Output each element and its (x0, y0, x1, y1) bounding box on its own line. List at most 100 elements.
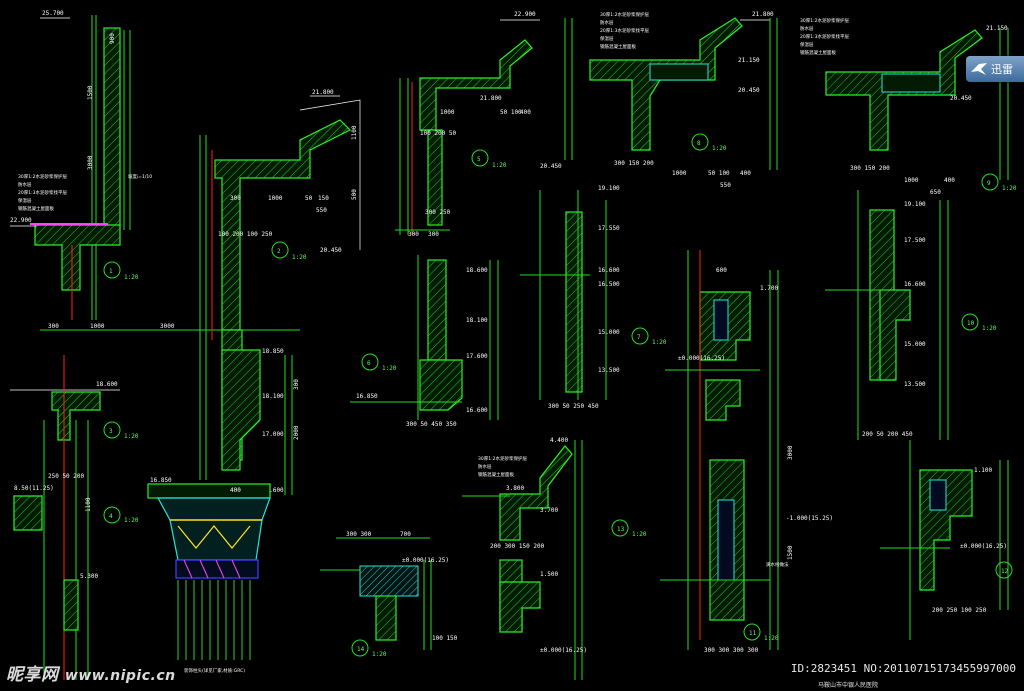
svg-text:20.450: 20.450 (738, 87, 760, 94)
svg-text:400: 400 (944, 177, 955, 184)
svg-text:22.900: 22.900 (514, 11, 536, 18)
detail-12-sill: 1.100 ±0.000(16.25) 200 250 100 250 12 (880, 440, 1013, 640)
svg-text:钢筋混凝土屋面板: 钢筋混凝土屋面板 (18, 205, 54, 212)
svg-text:1.500: 1.500 (540, 571, 558, 578)
svg-text:±0.000(16.25): ±0.000(16.25) (402, 557, 449, 564)
detail-2-cornice: 21.800 1100 500 1000 50 150 550 300 100 … (199, 89, 361, 495)
cornice-section (214, 119, 352, 331)
svg-text:1:20: 1:20 (492, 162, 507, 169)
svg-text:±0.000(16.25): ±0.000(16.25) (540, 647, 587, 654)
svg-text:1000: 1000 (672, 170, 687, 177)
svg-text:18.600: 18.600 (466, 267, 488, 274)
svg-text:1100: 1100 (85, 497, 92, 512)
svg-text:100 150: 100 150 (432, 635, 458, 642)
svg-text:16.600: 16.600 (262, 487, 284, 494)
svg-text:30厚1:2水泥砂浆保护层: 30厚1:2水泥砂浆保护层 (600, 11, 649, 18)
svg-text:13.500: 13.500 (904, 381, 926, 388)
section-marker (271, 241, 289, 259)
detail-11-elevation: 1.700 600 ±0.000(16.25) -1.000(15.25) 30… (660, 250, 833, 654)
svg-text:7: 7 (637, 334, 641, 341)
svg-text:100 200 50: 100 200 50 (420, 130, 457, 137)
svg-text:600: 600 (716, 267, 727, 274)
watermark-url: www.nipic.cn (64, 668, 176, 684)
svg-text:1:20: 1:20 (982, 325, 997, 332)
svg-text:10: 10 (967, 320, 975, 327)
svg-text:900: 900 (109, 33, 116, 44)
svg-text:300: 300 (48, 323, 59, 330)
svg-text:17.500: 17.500 (904, 237, 926, 244)
svg-text:16.600: 16.600 (466, 407, 488, 414)
svg-text:200 50 200 450: 200 50 200 450 (862, 431, 913, 438)
svg-text:13: 13 (617, 526, 625, 533)
bird-icon (971, 63, 987, 75)
svg-text:1000: 1000 (268, 195, 283, 202)
svg-text:防水层: 防水层 (18, 181, 32, 188)
svg-text:1500: 1500 (87, 85, 94, 100)
svg-text:300: 300 (293, 379, 300, 390)
svg-text:3000: 3000 (87, 155, 94, 170)
svg-text:15.000: 15.000 (598, 329, 620, 336)
svg-text:18.100: 18.100 (466, 317, 488, 324)
svg-text:16.600: 16.600 (904, 281, 926, 288)
svg-text:300 300 300 300: 300 300 300 300 (704, 647, 759, 654)
svg-text:300 50 450 350: 300 50 450 350 (406, 421, 457, 428)
svg-text:防水层: 防水层 (600, 19, 614, 26)
svg-text:200 300 150 200: 200 300 150 200 (490, 543, 545, 550)
svg-text:300 250: 300 250 (425, 209, 451, 216)
svg-text:1000: 1000 (440, 109, 455, 116)
svg-text:30厚1:2水泥砂浆保护层: 30厚1:2水泥砂浆保护层 (800, 17, 849, 24)
svg-text:钢筋混凝土屋面板: 钢筋混凝土屋面板 (800, 49, 836, 56)
detail-1-parapet: 25.700 900 1500 3000 30厚1:2水泥砂浆保护层 防水层 2… (10, 10, 300, 331)
svg-text:20厚1:3水泥砂浆找平层: 20厚1:3水泥砂浆找平层 (18, 189, 67, 196)
svg-text:保温层: 保温层 (800, 41, 814, 48)
svg-text:21.150: 21.150 (738, 57, 760, 64)
svg-text:500: 500 (351, 189, 358, 200)
svg-text:防水层: 防水层 (478, 463, 492, 470)
svg-text:300: 300 (428, 231, 439, 238)
svg-text:20.450: 20.450 (540, 163, 562, 170)
svg-text:16.600: 16.600 (598, 267, 620, 274)
svg-text:16.850: 16.850 (150, 477, 172, 484)
svg-text:1.100: 1.100 (974, 467, 992, 474)
svg-text:18.100: 18.100 (262, 393, 284, 400)
detail-8-cornice: 21.800 21.150 20.450 30厚1:2水泥砂浆保护层 防水层 2… (589, 11, 778, 189)
detail-7-column: 19.100 17.550 16.600 16.500 15.000 13.50… (520, 185, 667, 410)
svg-text:18.600: 18.600 (96, 381, 118, 388)
svg-text:1:20: 1:20 (124, 433, 139, 440)
svg-text:1:20: 1:20 (632, 531, 647, 538)
cornice-section (419, 39, 533, 131)
svg-text:300 150 200: 300 150 200 (850, 165, 890, 172)
svg-text:保温层: 保温层 (600, 35, 614, 42)
svg-text:20.450: 20.450 (950, 95, 972, 102)
watermark: 昵享网 www.nipic.cn (6, 660, 176, 685)
svg-text:1.700: 1.700 (760, 285, 778, 292)
svg-text:300: 300 (230, 195, 241, 202)
svg-text:15.000: 15.000 (904, 341, 926, 348)
svg-text:6: 6 (367, 360, 371, 367)
svg-text:400: 400 (740, 170, 751, 177)
detail-9-cornice: 21.150 20.450 30厚1:2水泥砂浆保护层 防水层 20厚1:3水泥… (800, 17, 1017, 196)
svg-text:13.500: 13.500 (598, 367, 620, 374)
svg-text:保温层: 保温层 (18, 197, 32, 204)
svg-text:550: 550 (720, 182, 731, 189)
xunlei-badge[interactable]: 迅雷 (966, 56, 1024, 82)
svg-text:8.50(11.25): 8.50(11.25) (14, 485, 54, 492)
svg-text:17.000: 17.000 (262, 431, 284, 438)
svg-text:30厚1:2水泥砂浆保护层: 30厚1:2水泥砂浆保护层 (478, 455, 527, 462)
svg-text:2: 2 (277, 248, 281, 255)
svg-text:1:20: 1:20 (124, 274, 139, 281)
svg-text:650: 650 (930, 189, 941, 196)
detail-6-slab: 18.600 18.100 17.600 16.600 16.850 300 5… (350, 255, 499, 428)
image-id-text: ID:2823451 NO:20110715173455997000 (790, 662, 1016, 675)
svg-text:4: 4 (109, 513, 113, 520)
detail-3-column: 18.600 8.50(11.25) 1100 250 50 200 5.300… (10, 355, 139, 680)
detail-10-column: 19.100 17.500 16.600 15.000 13.500 200 5… (825, 190, 997, 440)
section-marker (103, 261, 121, 279)
svg-text:1000: 1000 (904, 177, 919, 184)
svg-text:3000: 3000 (160, 323, 175, 330)
svg-text:250 50 200: 250 50 200 (48, 473, 85, 480)
svg-text:150: 150 (318, 195, 329, 202)
svg-text:1:20: 1:20 (1002, 185, 1017, 192)
svg-text:1:20: 1:20 (372, 651, 387, 658)
svg-text:19.100: 19.100 (598, 185, 620, 192)
